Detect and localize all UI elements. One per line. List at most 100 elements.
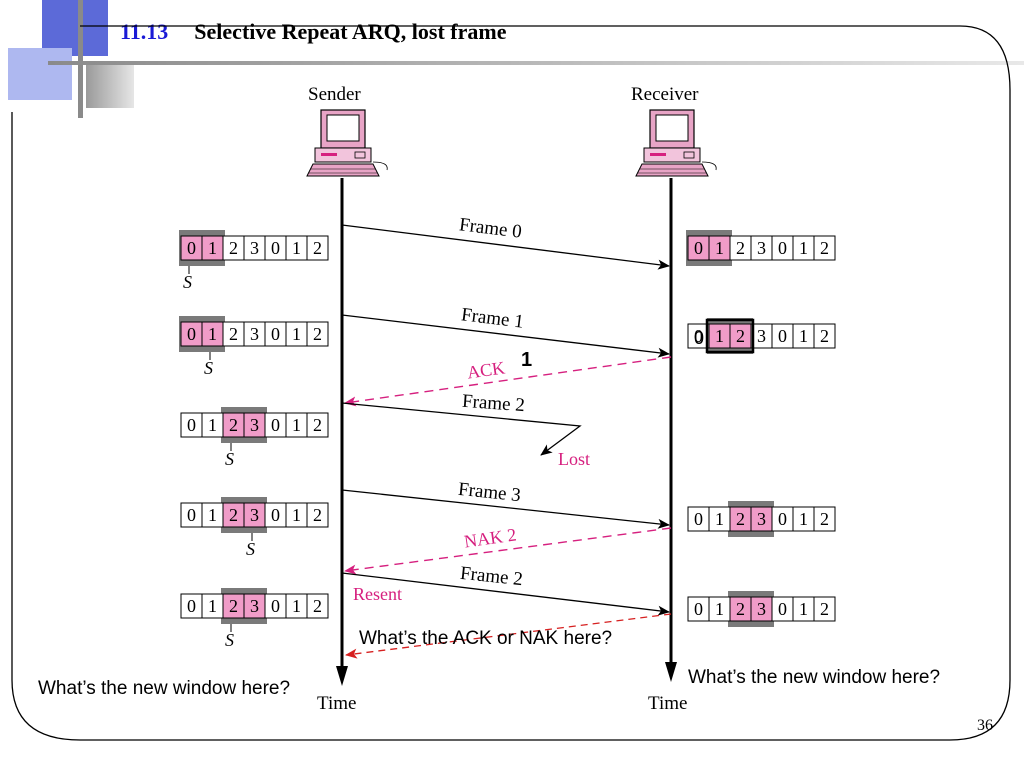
sender-4-cell-label-5: 1 (292, 505, 301, 525)
sender-4-cell-label-6: 2 (313, 505, 322, 525)
sender-2-cell-label-6: 2 (313, 324, 322, 344)
sender-3-cell-label-1: 1 (208, 415, 217, 435)
receiver-label: Receiver (631, 84, 699, 105)
question-left-window: What’s the new window here? (38, 678, 291, 699)
lost-label: Lost (558, 449, 591, 469)
receiver-2-cell-label-6: 2 (820, 326, 829, 346)
receiver-1-cell-label-6: 2 (820, 238, 829, 258)
slide-border (11, 25, 1011, 741)
sender-4-cell-label-0: 0 (187, 505, 196, 525)
receiver-3-cell-label-4: 0 (778, 509, 787, 529)
receiver-1-cell-label-2: 2 (736, 238, 745, 258)
sender-1-cell-label-2: 2 (229, 238, 238, 258)
sender-2-cell-label-5: 1 (292, 324, 301, 344)
receiver-4-cell-label-2: 2 (736, 599, 745, 619)
sender-1-pointer-label: S (183, 272, 192, 292)
sender-3-cell-label-0: 0 (187, 415, 196, 435)
sender-5-cell-label-4: 0 (271, 596, 280, 616)
question-ack-or-nak: What’s the ACK or NAK here? (359, 628, 613, 649)
nak-2-arrow (344, 527, 672, 575)
sender-5-pointer-label: S (225, 630, 234, 650)
time-label-right: Time (648, 693, 688, 714)
sender-3-cell-6 (306, 412, 329, 438)
sender-3-pointer-label: S (225, 449, 234, 469)
receiver-1-cell-label-5: 1 (799, 238, 808, 258)
slide-title-text: Selective Repeat ARQ, lost frame (194, 19, 507, 44)
receiver-3-cell-label-6: 2 (820, 509, 829, 529)
sender-timeline-arrowhead (336, 666, 348, 686)
corner-block-blue (42, 0, 108, 56)
corner-block-lightblue (8, 48, 72, 100)
time-label-left: Time (317, 693, 357, 714)
sender-4-pointer-label: S (246, 539, 255, 559)
sender-computer-icon (306, 109, 388, 177)
sender-3-cell-label-5: 1 (292, 415, 301, 435)
receiver-2-cell-6 (813, 323, 836, 349)
sender-5-cell-label-3: 3 (250, 596, 259, 616)
sender-5-cell-label-6: 2 (313, 596, 322, 616)
receiver-1-cell-label-4: 0 (778, 238, 787, 258)
receiver-1-cell-label-1: 1 (715, 238, 724, 258)
sender-4-cell-label-4: 0 (271, 505, 280, 525)
frame-2-label: Frame 2 (461, 390, 526, 417)
frame-0-arrow (341, 224, 670, 270)
sender-1-cell-label-0: 0 (187, 238, 196, 258)
sender-5-cell-label-0: 0 (187, 596, 196, 616)
corner-block-gray (86, 64, 134, 108)
sender-4-cell-label-3: 3 (250, 505, 259, 525)
frame-2-lost-arrow (341, 402, 582, 456)
receiver-timeline-arrowhead (665, 662, 677, 682)
sender-2-cell-label-3: 3 (250, 324, 259, 344)
receiver-computer-icon (635, 109, 717, 177)
resent-label: Resent (353, 584, 402, 604)
ack-number-overlay: 1 (521, 349, 533, 371)
receiver-4-cell-label-4: 0 (778, 599, 787, 619)
receiver-2-cell-label-4: 0 (778, 326, 787, 346)
sender-1-cell-label-1: 1 (208, 238, 217, 258)
receiver-2-highlight-box (705, 318, 755, 354)
ack-arrow (344, 356, 672, 407)
sender-1-cell-label-6: 2 (313, 238, 322, 258)
receiver-4-cell-6 (813, 596, 836, 622)
receiver-2-overlay-text: 0 (694, 328, 704, 348)
sender-label: Sender (308, 84, 361, 105)
section-number: 11.13 (120, 19, 169, 44)
receiver-4-cell-label-3: 3 (757, 599, 766, 619)
receiver-4-cell-label-0: 0 (694, 599, 703, 619)
receiver-1-cell-6 (813, 235, 836, 261)
sender-3-cell-label-4: 0 (271, 415, 280, 435)
receiver-2-cell-label-1: 1 (715, 326, 724, 346)
sender-2-cell-label-4: 0 (271, 324, 280, 344)
receiver-1-cell-label-0: 0 (694, 238, 703, 258)
sender-4-cell-label-2: 2 (229, 505, 238, 525)
question-right-window: What’s the new window here? (688, 667, 941, 688)
sender-1-cell-label-3: 3 (250, 238, 259, 258)
receiver-3-cell-label-2: 2 (736, 509, 745, 529)
receiver-1-cell-label-3: 3 (757, 238, 766, 258)
frame-1-arrow (341, 314, 670, 358)
receiver-2-cell-label-3: 3 (757, 326, 766, 346)
receiver-4-cell-label-6: 2 (820, 599, 829, 619)
sender-2-cell-label-1: 1 (208, 324, 217, 344)
receiver-2-cell-label-5: 1 (799, 326, 808, 346)
receiver-3-cell-6 (813, 506, 836, 532)
page-number: 36 (977, 717, 993, 734)
sender-1-cell-label-5: 1 (292, 238, 301, 258)
sender-4-cell-6 (306, 502, 329, 528)
sender-2-cell-label-0: 0 (187, 324, 196, 344)
receiver-4-cell-label-1: 1 (715, 599, 724, 619)
receiver-2-cell-label-2: 2 (736, 326, 745, 346)
sender-2-cell-label-2: 2 (229, 324, 238, 344)
sender-2-pointer-label: S (204, 358, 213, 378)
frame-2-resent-arrow (341, 572, 670, 616)
sender-2-cell-6 (306, 321, 329, 347)
receiver-3-cell-label-5: 1 (799, 509, 808, 529)
